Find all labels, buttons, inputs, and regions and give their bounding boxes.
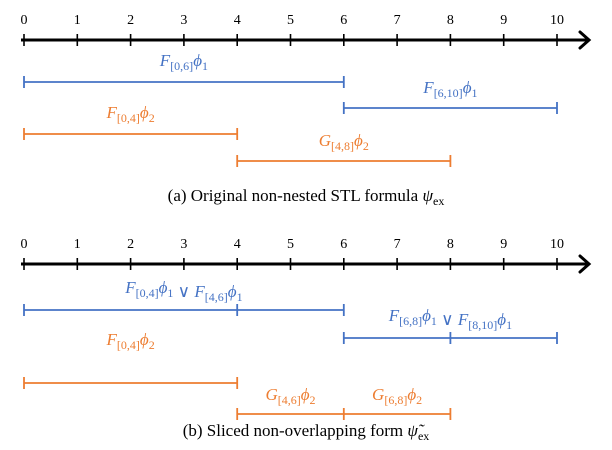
figure-caption: (b) Sliced non-overlapping form ψ̃ex — [183, 421, 430, 443]
operator: F — [193, 282, 205, 301]
predicate-index: 1 — [506, 318, 512, 332]
tick-label: 3 — [180, 237, 187, 252]
predicate-index: 2 — [416, 393, 422, 407]
operator: G — [372, 385, 384, 404]
caption-subscript: ex — [433, 194, 444, 208]
predicate-index: 2 — [363, 139, 369, 153]
predicate-index: 1 — [167, 286, 173, 300]
predicate-index: 1 — [472, 86, 478, 100]
time-interval: [8,10] — [468, 318, 497, 332]
tick-label: 0 — [21, 237, 28, 252]
formula-label: G[4,8]ϕ2 — [319, 131, 369, 153]
interval-row: F[0,6]ϕ1 — [23, 51, 345, 88]
tick-label: 1 — [74, 13, 81, 28]
time-interval: [0,6] — [170, 59, 193, 73]
caption-text: (a) Original non-nested STL formula — [168, 186, 423, 205]
predicate: ϕ — [422, 306, 431, 325]
caption-subscript: ex — [418, 429, 429, 443]
tick-label: 5 — [287, 13, 294, 28]
formula-label: G[4,6]ϕ2 — [265, 385, 315, 407]
caption-text: (b) Sliced non-overlapping form — [183, 421, 408, 440]
interval-row: F[6,8]ϕ1 ∨ F[8,10]ϕ1 — [342, 306, 558, 344]
formula-label: G[6,8]ϕ2 — [372, 385, 422, 407]
tick-label: 7 — [394, 237, 401, 252]
predicate-index: 1 — [431, 314, 437, 328]
time-interval: [0,4] — [136, 286, 159, 300]
operator: F — [105, 103, 117, 122]
time-interval: [0,4] — [117, 338, 140, 352]
formula-label: F[0,4]ϕ2 — [105, 103, 154, 125]
predicate: ϕ — [407, 385, 416, 404]
tick-label: 7 — [394, 13, 401, 28]
predicate: ϕ — [193, 51, 202, 70]
tick-label: 4 — [234, 13, 241, 28]
tick-label: 4 — [234, 237, 241, 252]
predicate: ϕ — [497, 310, 506, 329]
operator: G — [265, 385, 277, 404]
predicate-index: 1 — [202, 59, 208, 73]
time-interval: [6,8] — [399, 314, 422, 328]
tick-label: 2 — [127, 237, 134, 252]
interval-row: F[0,4]ϕ1 ∨ F[4,6]ϕ1 — [23, 278, 345, 316]
predicate: ϕ — [228, 282, 237, 301]
interval-row: G[4,8]ϕ2 — [236, 131, 452, 167]
or-operator: ∨ — [437, 310, 458, 329]
predicate: ϕ — [159, 278, 168, 297]
tick-label: 6 — [340, 237, 347, 252]
formula-label: F[6,10]ϕ1 — [422, 78, 477, 100]
time-interval: [4,6] — [278, 393, 301, 407]
formula-label: F[0,6]ϕ1 — [159, 51, 208, 73]
arrow-head-icon — [578, 254, 592, 274]
tick-label: 1 — [74, 237, 81, 252]
time-interval: [0,4] — [117, 111, 140, 125]
operator: G — [319, 131, 331, 150]
tick-label: 8 — [447, 13, 454, 28]
tick-label: 5 — [287, 237, 294, 252]
tick-label: 0 — [21, 13, 28, 28]
operator: F — [105, 330, 117, 349]
formula-label: F[0,4]ϕ2 — [105, 330, 154, 352]
predicate-index: 2 — [149, 338, 155, 352]
operator: F — [457, 310, 469, 329]
predicate: ϕ — [140, 330, 149, 349]
tick-label: 9 — [500, 13, 507, 28]
time-interval: [6,8] — [384, 393, 407, 407]
predicate: ϕ — [140, 103, 149, 122]
tick-label: 8 — [447, 237, 454, 252]
time-axis: 0 1 2 3 4 5 6 7 8 9 10 — [21, 13, 592, 50]
predicate: ϕ — [354, 131, 363, 150]
tick-label: 10 — [550, 237, 564, 252]
time-axis: 0 1 2 3 4 5 6 7 8 9 10 — [21, 237, 592, 274]
time-interval: [4,6] — [205, 290, 228, 304]
caption-symbol: ψ — [422, 186, 433, 205]
operator: F — [388, 306, 400, 325]
or-operator: ∨ — [173, 282, 194, 301]
time-interval: [6,10] — [434, 86, 463, 100]
tick-label: 6 — [340, 13, 347, 28]
tick-label: 2 — [127, 13, 134, 28]
predicate: ϕ — [463, 78, 472, 97]
operator: F — [159, 51, 171, 70]
time-interval: [4,8] — [331, 139, 354, 153]
interval-row: F[0,4]ϕ2 — [23, 103, 239, 140]
tick-label: 9 — [500, 237, 507, 252]
operator: F — [422, 78, 434, 97]
interval-row: F[6,10]ϕ1 — [342, 78, 558, 114]
predicate: ϕ — [301, 385, 310, 404]
tick-label: 10 — [550, 13, 564, 28]
formula-label: F[0,4]ϕ1 ∨ F[4,6]ϕ1 — [124, 278, 242, 304]
operator: F — [124, 278, 136, 297]
tick-label: 3 — [180, 13, 187, 28]
predicate-index: 1 — [237, 290, 243, 304]
formula-label: F[6,8]ϕ1 ∨ F[8,10]ϕ1 — [388, 306, 512, 332]
predicate-index: 2 — [149, 111, 155, 125]
interval-row: F[0,4]ϕ2 — [23, 330, 239, 389]
figure-caption: (a) Original non-nested STL formula ψex — [168, 186, 445, 208]
predicate-index: 2 — [310, 393, 316, 407]
arrow-head-icon — [578, 30, 592, 50]
